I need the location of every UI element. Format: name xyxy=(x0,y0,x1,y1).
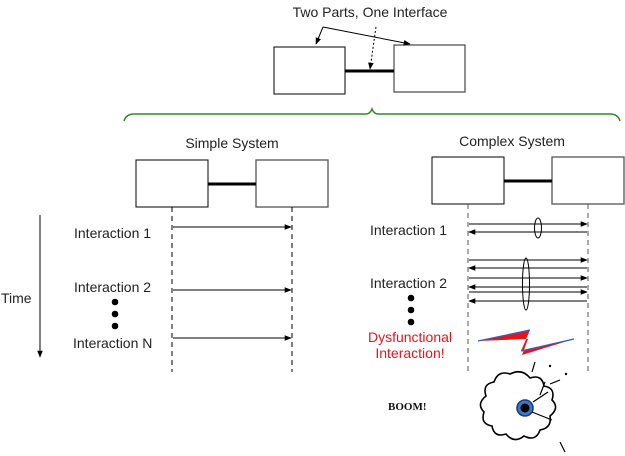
time-label: Time xyxy=(1,290,32,306)
green-brace xyxy=(123,106,621,122)
simple-interaction-n-label: Interaction N xyxy=(73,335,152,351)
arrow-to-right-part xyxy=(322,26,411,46)
complex-interaction-1-label: Interaction 1 xyxy=(370,222,447,238)
ellipsis-dot xyxy=(111,298,119,306)
grouping-ellipse xyxy=(534,217,542,239)
simple-interaction-2-label: Interaction 2 xyxy=(74,279,151,295)
ellipsis-dot xyxy=(407,306,415,314)
ellipsis-dot xyxy=(407,318,415,326)
simple-system-title: Simple System xyxy=(185,135,278,151)
top-title: Two Parts, One Interface xyxy=(293,4,448,20)
top-part-left xyxy=(273,46,346,95)
simple-interaction-1-label: Interaction 1 xyxy=(74,225,151,241)
ellipsis-dot xyxy=(111,322,119,330)
dysfunctional-label-2: Interaction! xyxy=(375,345,444,361)
simple-part-left xyxy=(135,159,209,208)
dysfunctional-label-1: Dysfunctional xyxy=(368,329,452,345)
ellipsis-dot xyxy=(111,310,119,318)
arrow-to-interface xyxy=(368,26,377,70)
arrow-to-left-part xyxy=(315,26,324,45)
simple-part-right xyxy=(255,159,329,208)
complex-part-right xyxy=(551,156,625,205)
boom-label: BOOM! xyxy=(388,401,427,413)
complex-interaction-2-label: Interaction 2 xyxy=(370,275,447,291)
top-part-right xyxy=(393,44,466,93)
complex-part-left xyxy=(431,156,505,205)
complex-system-title: Complex System xyxy=(459,133,565,149)
ellipsis-dot xyxy=(407,294,415,302)
lightning-bolt-icon xyxy=(477,329,575,355)
explosion-icon xyxy=(479,361,568,453)
grouping-ellipse xyxy=(522,257,530,311)
